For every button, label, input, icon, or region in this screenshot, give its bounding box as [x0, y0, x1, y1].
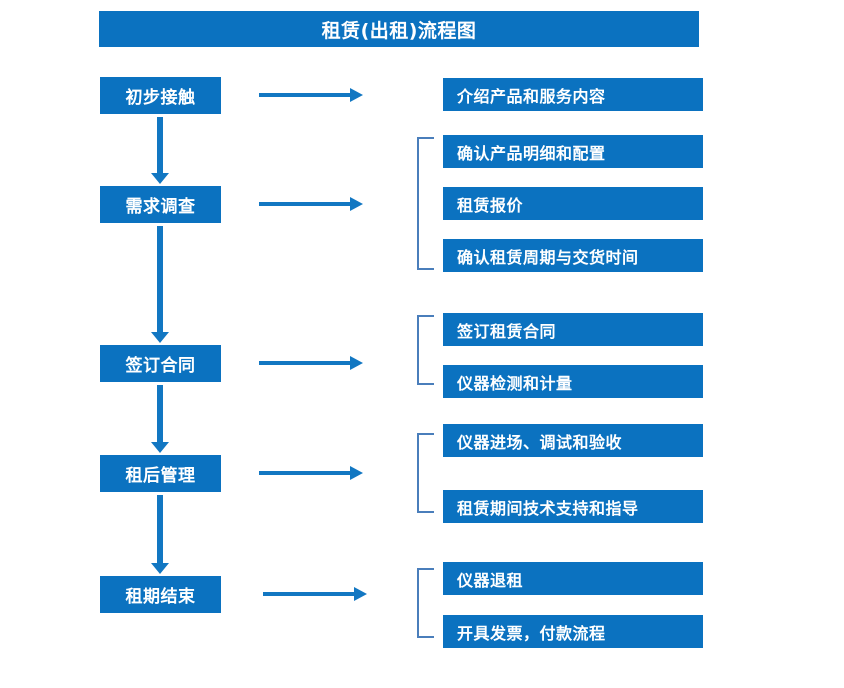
- detail-box-9[interactable]: 仪器退租: [443, 562, 703, 595]
- stage-box-3[interactable]: 签订合同: [100, 345, 221, 382]
- detail-box-8[interactable]: 租赁期间技术支持和指导: [443, 490, 703, 523]
- horizontal-arrow-3: [259, 356, 363, 370]
- group-bracket-1: [417, 137, 434, 270]
- vertical-arrow-4: [151, 495, 169, 574]
- flowchart-title: 租赁(出租)流程图: [99, 11, 699, 47]
- horizontal-arrow-4: [259, 466, 363, 480]
- stage-box-5[interactable]: 租期结束: [100, 576, 221, 613]
- vertical-arrow-1: [151, 117, 169, 184]
- stage-box-2[interactable]: 需求调查: [100, 186, 221, 223]
- detail-box-2[interactable]: 确认产品明细和配置: [443, 135, 703, 168]
- detail-box-5[interactable]: 签订租赁合同: [443, 313, 703, 346]
- detail-box-1[interactable]: 介绍产品和服务内容: [443, 78, 703, 111]
- vertical-arrow-2: [151, 226, 169, 343]
- horizontal-arrow-1: [259, 88, 363, 102]
- detail-box-7[interactable]: 仪器进场、调试和验收: [443, 424, 703, 457]
- horizontal-arrow-5: [263, 587, 367, 601]
- horizontal-arrow-2: [259, 197, 363, 211]
- group-bracket-2: [417, 315, 434, 385]
- group-bracket-3: [417, 433, 434, 513]
- stage-box-4[interactable]: 租后管理: [100, 455, 221, 492]
- detail-box-4[interactable]: 确认租赁周期与交货时间: [443, 239, 703, 272]
- detail-box-3[interactable]: 租赁报价: [443, 187, 703, 220]
- vertical-arrow-3: [151, 385, 169, 453]
- detail-box-10[interactable]: 开具发票，付款流程: [443, 615, 703, 648]
- stage-box-1[interactable]: 初步接触: [100, 77, 221, 114]
- detail-box-6[interactable]: 仪器检测和计量: [443, 365, 703, 398]
- group-bracket-4: [417, 568, 434, 638]
